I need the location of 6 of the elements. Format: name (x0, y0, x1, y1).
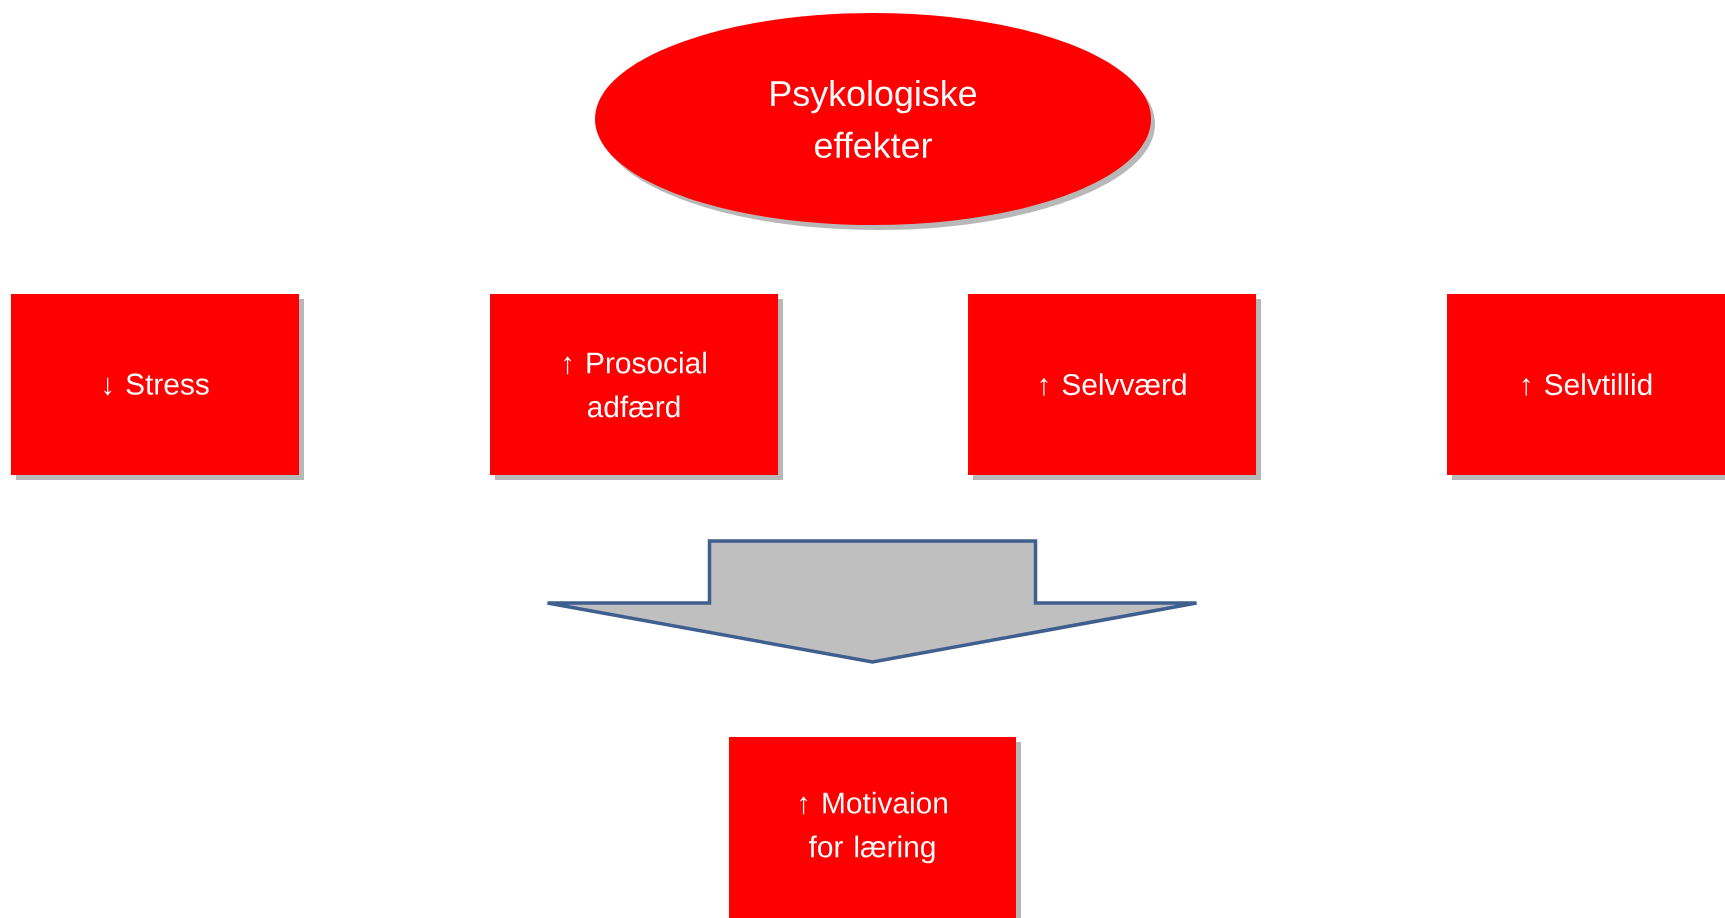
block-arrow (545, 539, 1199, 664)
process-box: ↑ Motivaion for læring (729, 737, 1021, 918)
process-box: ↑ Selvværd (968, 294, 1261, 480)
process-box: ↓ Stress (11, 294, 304, 480)
process-box: ↑ Selvtillid (1447, 294, 1725, 480)
process-box: ↑ Prosocial adfærd (490, 294, 783, 480)
